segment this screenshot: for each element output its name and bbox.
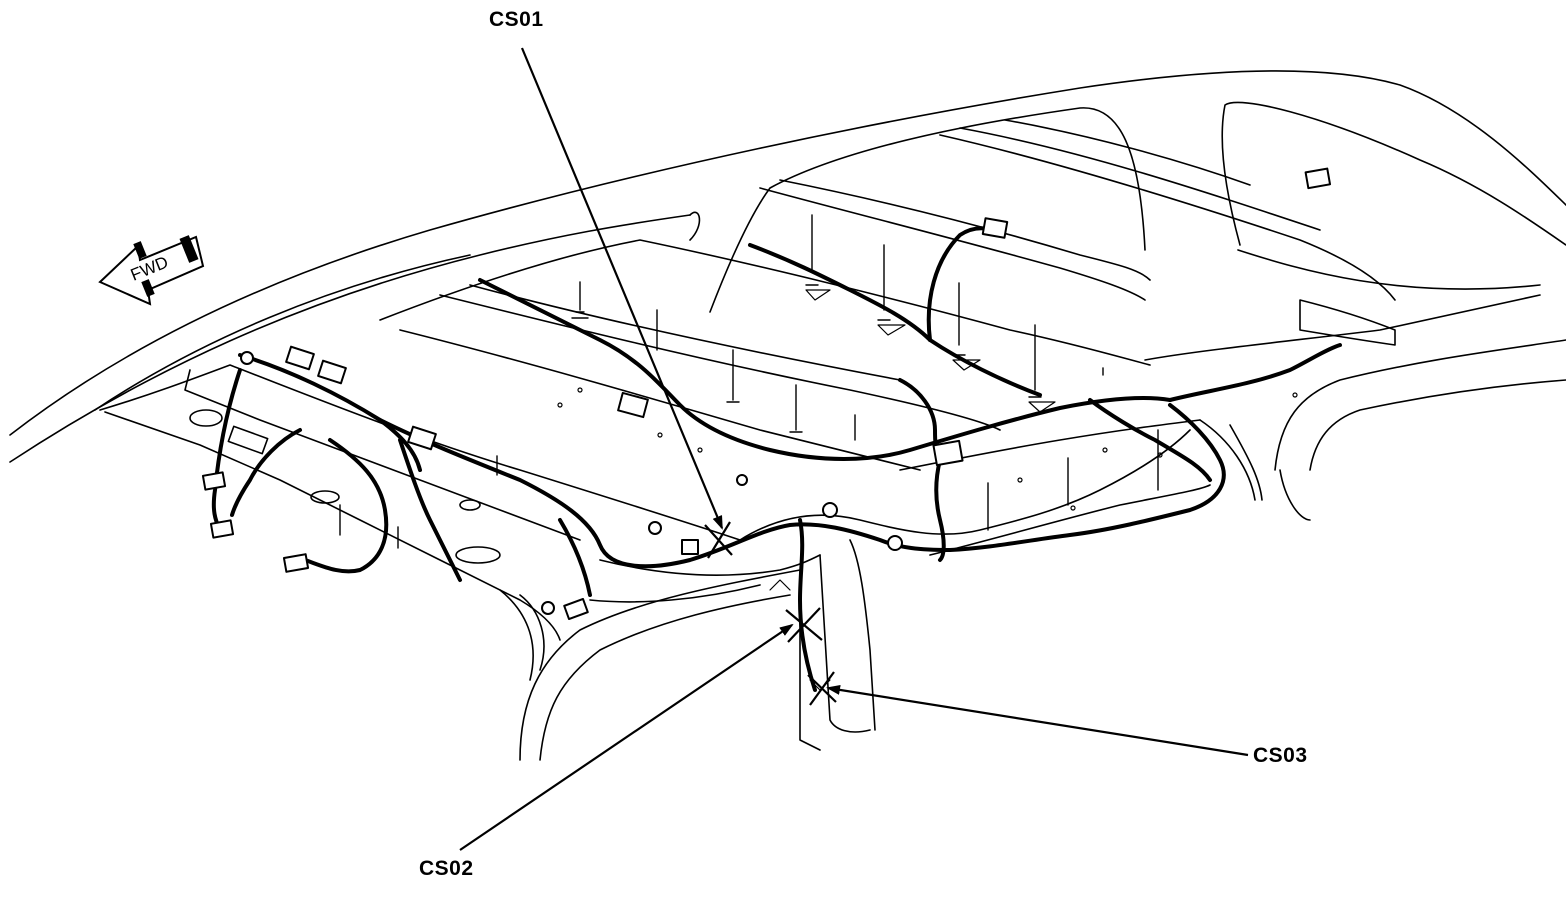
splice-markers xyxy=(704,521,837,706)
center-panel xyxy=(589,419,1211,603)
splice-x-cs03 xyxy=(807,671,837,706)
roof-outline xyxy=(9,70,1566,463)
roof-openings xyxy=(689,101,1566,313)
callout-leaders xyxy=(459,47,1249,851)
leader-cs03 xyxy=(826,684,1249,757)
splice-x-cs01 xyxy=(704,521,733,559)
wiring-harness xyxy=(211,226,1342,692)
callout-cs02-label: CS02 xyxy=(419,857,474,880)
roof-bows xyxy=(379,119,1541,471)
connectors xyxy=(201,167,1332,620)
callout-cs03-label: CS03 xyxy=(1253,744,1308,767)
fwd-arrow-icon: FWD xyxy=(98,235,205,306)
leader-cs02 xyxy=(459,623,794,851)
clips-and-fasteners xyxy=(339,214,1159,549)
splice-x-cs02 xyxy=(785,607,823,643)
callout-cs01-label: CS01 xyxy=(489,8,544,31)
pillars-and-openings xyxy=(519,339,1566,761)
leader-cs01 xyxy=(520,47,724,530)
